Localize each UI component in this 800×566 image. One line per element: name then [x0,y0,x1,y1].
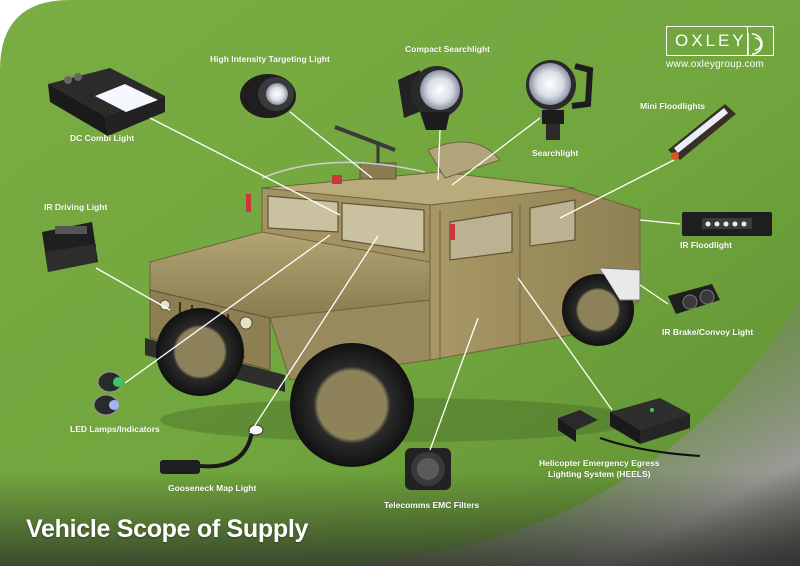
leader-lines [95,111,681,451]
label-heels-line1: Helicopter Emergency Egress [539,458,660,468]
ir-floodlight-product [682,212,772,236]
label-targeting-light: High Intensity Targeting Light [210,54,330,64]
label-ir-brake-convoy-light: IR Brake/Convoy Light [662,327,754,337]
heels-product [558,398,701,457]
label-gooseneck-map-light: Gooseneck Map Light [168,483,257,493]
ir-driving-light-product [42,222,98,272]
label-ir-floodlight: IR Floodlight [680,240,732,250]
oxley-logo-mark [747,33,763,55]
gooseneck-light-product [160,424,264,474]
logo-emblem-icon [746,27,773,55]
compact-searchlight-product [398,66,463,130]
label-heels-line2: Lighting System (HEELS) [548,469,651,479]
website-url: www.oxleygroup.com [666,59,765,70]
label-ir-driving-light: IR Driving Light [44,202,108,212]
logo-wordmark: OXLEY [675,31,747,50]
bottom-shade [0,470,800,566]
humvee-vehicle [145,125,641,467]
led-lamp-product [93,371,123,416]
dc-combi-light-product [48,68,165,136]
oxley-logo: OXLEY [666,26,774,56]
label-led-lamps: LED Lamps/Indicators [70,424,160,434]
emc-filter-product [405,448,451,490]
label-searchlight: Searchlight [532,148,579,158]
ir-brake-light-product [668,284,720,314]
label-telecomms-emc-filters: Telecomms EMC Filters [384,500,480,510]
label-dc-combi-light: DC Combi Light [70,133,135,143]
mini-floodlight-product [668,104,736,160]
label-compact-searchlight: Compact Searchlight [405,44,491,54]
poster-title: Vehicle Scope of Supply [26,515,309,543]
searchlight-product [526,60,594,140]
targeting-light-product [240,74,296,118]
label-heels: Helicopter Emergency Egress Lighting Sys… [539,458,659,480]
label-mini-floodlights: Mini Floodlights [640,101,706,111]
